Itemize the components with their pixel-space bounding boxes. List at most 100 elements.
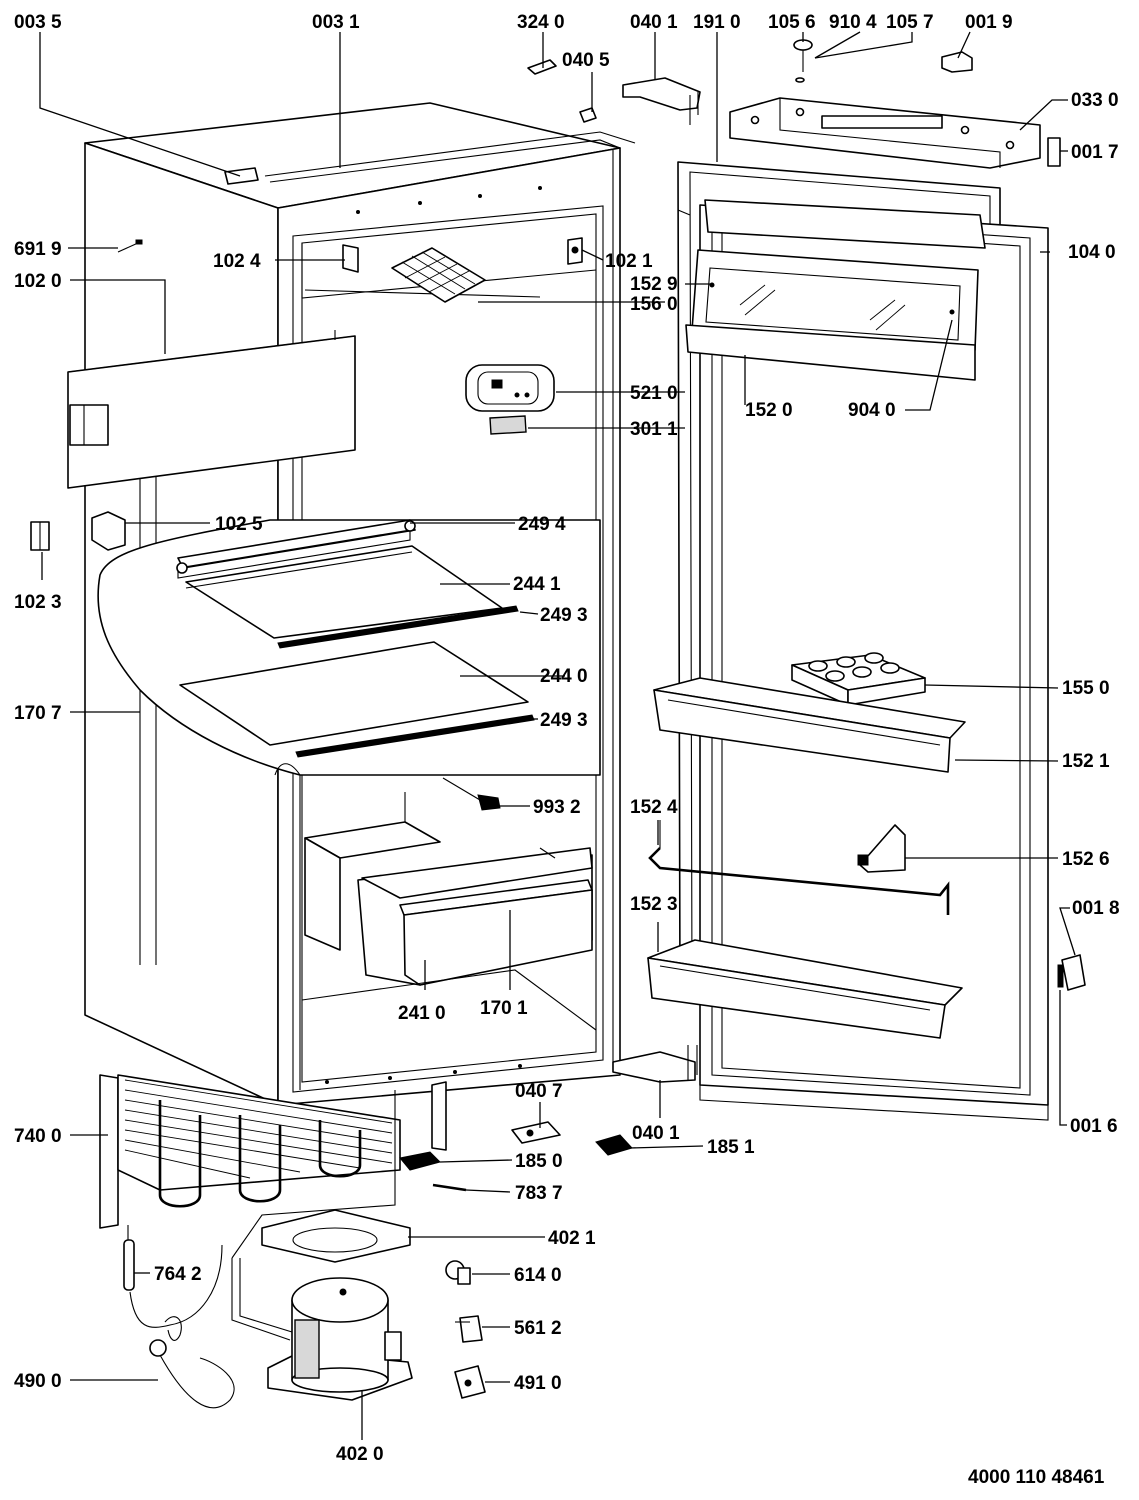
callout-1707: 170 7 [14, 703, 62, 724]
side-hinge-right [1057, 954, 1086, 991]
callout-3011: 301 1 [630, 419, 678, 440]
door-butter-compartment [685, 199, 986, 381]
callout-1560: 156 0 [630, 294, 678, 315]
callout-6919: 691 9 [14, 239, 62, 260]
shelf-edge-strip-upper [277, 605, 519, 649]
callout-4900: 490 0 [14, 1371, 62, 1392]
callout-2441: 244 1 [513, 574, 561, 595]
callout-1523: 152 3 [630, 894, 678, 915]
callout-0401-top: 040 1 [630, 12, 678, 33]
callout-1526: 152 6 [1062, 849, 1110, 870]
hinge-plate [511, 1121, 561, 1144]
hinge-screw [793, 39, 813, 83]
corner-support [91, 511, 126, 551]
crisper-floor [301, 969, 597, 1031]
callout-7400: 740 0 [14, 1126, 62, 1147]
callout-7642: 764 2 [154, 1264, 202, 1285]
thermostat-housing [465, 364, 555, 412]
callout-4910: 491 0 [514, 1373, 562, 1394]
compressor [267, 1277, 413, 1401]
door-shelf-upper [653, 677, 966, 773]
callout-1550: 155 0 [1062, 678, 1110, 699]
callout-1020: 102 0 [14, 271, 62, 292]
callout-7837: 783 7 [515, 1183, 563, 1204]
hinge-washer [579, 107, 597, 123]
callout-1521: 152 1 [1062, 751, 1110, 772]
shelf-strip-top [176, 519, 416, 579]
door-divider-clip [857, 824, 906, 873]
callout-1023: 102 3 [14, 592, 62, 613]
evaporation-tray [261, 1209, 411, 1263]
callout-1040: 104 0 [1068, 242, 1116, 263]
compressor-tubing [231, 1090, 396, 1341]
crisper-cover-block [304, 792, 441, 951]
sensor-probe [442, 777, 501, 811]
callout-1056: 105 6 [768, 12, 816, 33]
callout-1021: 102 1 [605, 251, 653, 272]
callout-2493-a: 249 3 [540, 605, 588, 626]
hinge-cover-bottom-right [595, 1134, 633, 1156]
callout-1025: 102 5 [215, 514, 263, 535]
top-clip [941, 51, 973, 73]
terminal-cover [454, 1365, 486, 1399]
callout-2410: 241 0 [398, 1003, 446, 1024]
relay-starter [455, 1315, 483, 1343]
power-cord [149, 1316, 235, 1409]
callout-1529: 152 9 [630, 274, 678, 295]
callout-0035: 003 5 [14, 12, 62, 33]
egg-tray [791, 652, 926, 706]
condenser-coil [99, 1074, 447, 1229]
callout-2493-b: 249 3 [540, 710, 588, 731]
glass-shelf-lower [179, 641, 529, 746]
callout-0330: 033 0 [1071, 90, 1119, 111]
relay-clip [399, 1151, 441, 1171]
shelf-edge-strip-lower [295, 714, 535, 758]
callout-6140: 614 0 [514, 1265, 562, 1286]
callout-5612: 561 2 [514, 1318, 562, 1339]
callout-5210: 521 0 [630, 383, 678, 404]
callout-0017: 001 7 [1071, 142, 1119, 163]
callout-3240: 324 0 [517, 12, 565, 33]
top-mounting-rail [729, 97, 1041, 169]
hinge-cap-small [527, 59, 557, 75]
drain-pin [432, 1183, 467, 1192]
door-shelf-lower [647, 939, 963, 1039]
callout-0405: 040 5 [562, 50, 610, 71]
callout-2494: 249 4 [518, 514, 566, 535]
callout-0016: 001 6 [1070, 1116, 1118, 1137]
ice-tray [391, 247, 486, 303]
lamp-cover [489, 415, 527, 435]
callout-0407: 040 7 [515, 1081, 563, 1102]
callout-0401-bottom: 040 1 [632, 1123, 680, 1144]
callout-1520: 152 0 [745, 400, 793, 421]
crisper-drawer [357, 847, 593, 986]
side-hinge-bracket [30, 521, 50, 551]
callout-1701: 170 1 [480, 998, 528, 1019]
protector [445, 1260, 471, 1285]
leader-lines [39, 31, 1076, 1440]
side-cap [1047, 137, 1061, 167]
callout-0031: 003 1 [312, 12, 360, 33]
callout-9040: 904 0 [848, 400, 896, 421]
callout-1024: 102 4 [213, 251, 261, 272]
cable-tie [117, 239, 143, 253]
callout-9104: 910 4 [829, 12, 877, 33]
callout-1910: 191 0 [693, 12, 741, 33]
callout-0019: 001 9 [965, 12, 1013, 33]
freezer-flap [67, 330, 356, 489]
callout-4021: 402 1 [548, 1228, 596, 1249]
callout-4020: 402 0 [336, 1444, 384, 1465]
hinge-cover-left [342, 244, 359, 273]
top-hinge-bracket [622, 77, 701, 125]
callout-labels: 003 5 003 1 324 0 040 5 040 1 191 0 105 … [14, 12, 1120, 1465]
callout-9932: 993 2 [533, 797, 581, 818]
callout-1524: 152 4 [630, 797, 678, 818]
capillary-tube [123, 1225, 223, 1328]
callout-1850: 185 0 [515, 1151, 563, 1172]
bottle-retainer [648, 820, 950, 915]
document-number: 4000 110 48461 [968, 1467, 1105, 1488]
bottom-hinge-bracket [612, 1045, 698, 1083]
callout-1057: 105 7 [886, 12, 934, 33]
callout-1851: 185 1 [707, 1137, 755, 1158]
